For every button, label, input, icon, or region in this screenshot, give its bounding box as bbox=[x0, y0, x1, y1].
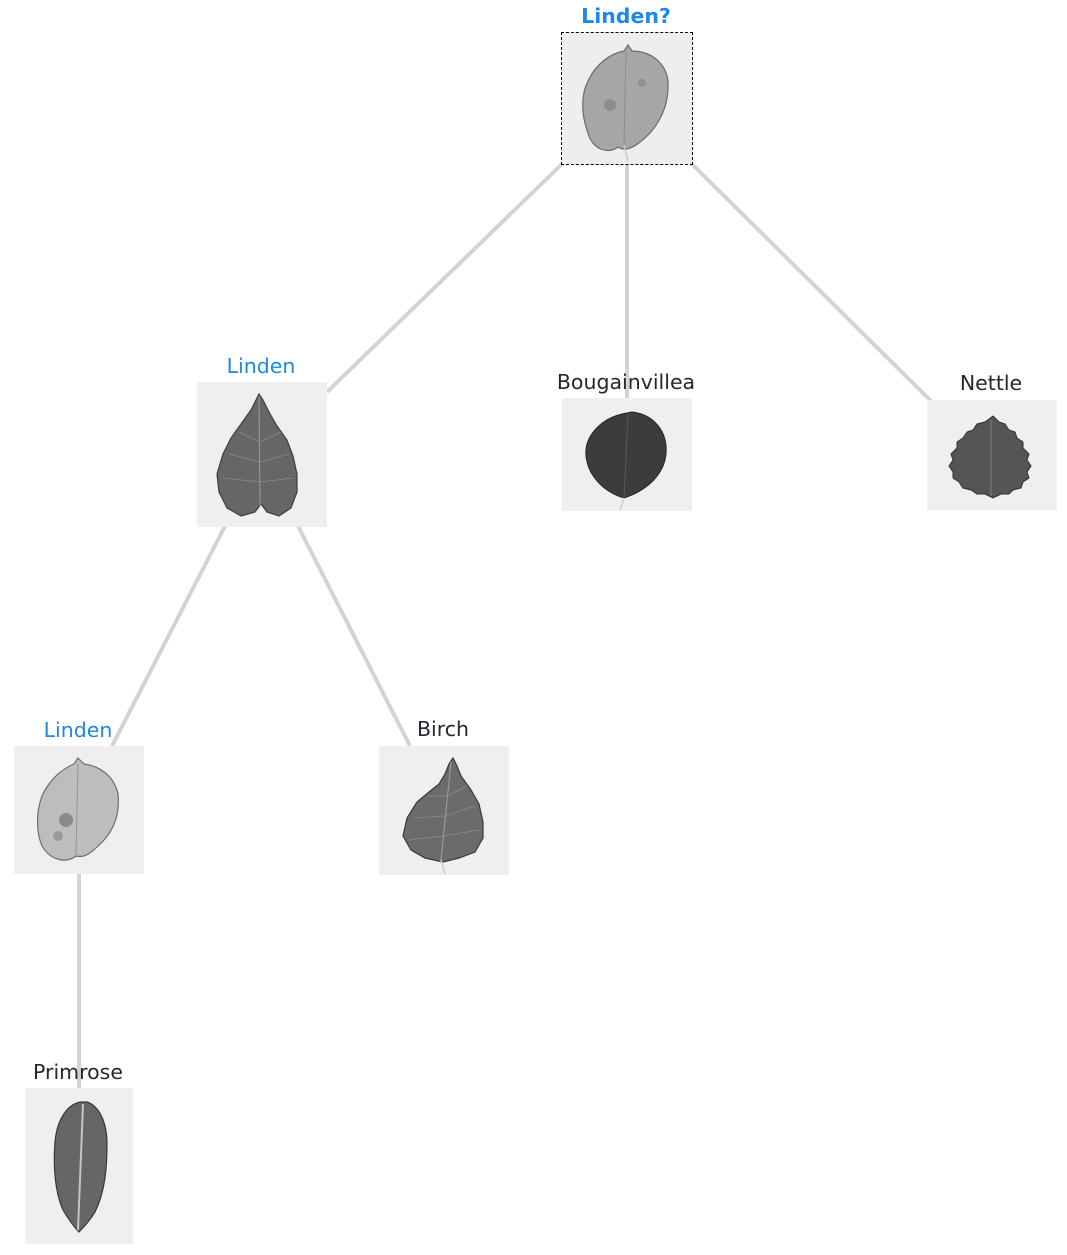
root-node-label: Linden? bbox=[581, 4, 671, 28]
edge-linden-birch bbox=[296, 525, 412, 747]
primrose-node-label: Primrose bbox=[33, 1060, 123, 1084]
primrose-leaf-image[interactable] bbox=[25, 1088, 133, 1244]
linden-low-node-label: Linden bbox=[43, 718, 113, 742]
edge-root-nettle bbox=[690, 162, 934, 404]
nettle-node-label: Nettle bbox=[959, 371, 1023, 395]
leaf-primrose-icon bbox=[53, 1101, 108, 1233]
edge-linden-linden bbox=[110, 525, 227, 747]
leaf-linden-light-icon bbox=[36, 757, 119, 861]
linden-leaf-image[interactable] bbox=[197, 382, 327, 527]
birch-node-label: Birch bbox=[416, 717, 470, 741]
birch-leaf-image[interactable] bbox=[379, 746, 509, 875]
leaf-linden-dark-icon bbox=[216, 392, 298, 517]
leaf-nettle-icon bbox=[948, 415, 1032, 499]
bougainvillea-leaf-image[interactable] bbox=[562, 398, 692, 511]
linden-node-label: Linden bbox=[226, 354, 296, 378]
leaf-bougainvillea-icon bbox=[585, 411, 667, 511]
edge-root-linden bbox=[325, 162, 564, 394]
linden-low-leaf-image[interactable] bbox=[14, 746, 144, 874]
nettle-leaf-image[interactable] bbox=[927, 400, 1057, 510]
bougainvillea-node-label: Bougainvillea bbox=[556, 370, 696, 394]
query-leaf-image[interactable] bbox=[561, 32, 693, 165]
leaf-birch-icon bbox=[402, 756, 484, 875]
leaf-linden-light-icon bbox=[582, 43, 669, 162]
